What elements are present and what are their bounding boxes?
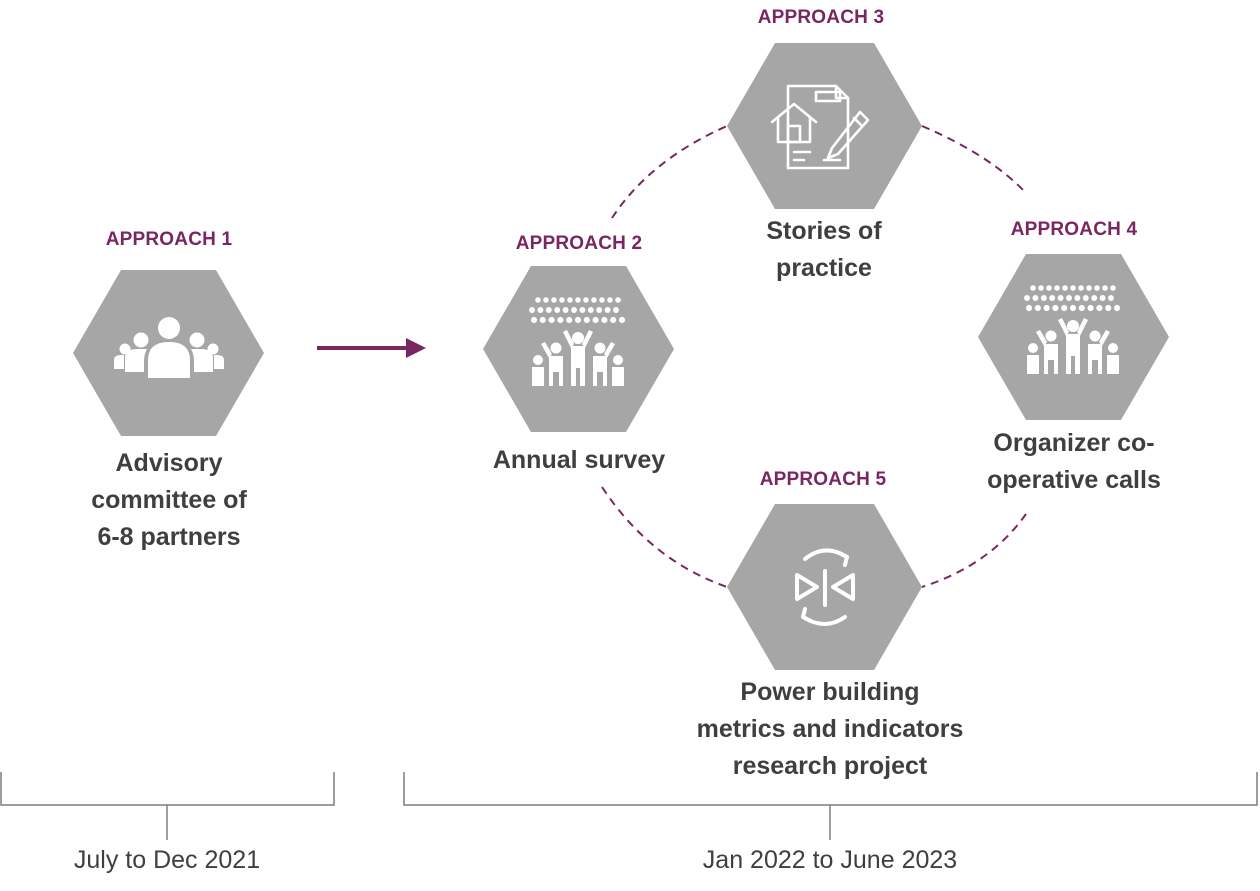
dashed-connectors <box>601 125 1027 588</box>
approach-2-label: Annual survey <box>454 442 704 479</box>
timeline-bracket-1 <box>0 772 335 840</box>
timeline-period-2: Jan 2022 to June 2023 <box>702 846 958 874</box>
hexagon-approach-4 <box>978 254 1169 420</box>
label-line: Stories of <box>766 217 882 245</box>
approach-1-label: Advisory committee of 6-8 partners <box>49 445 289 556</box>
approach-3-heading: APPROACH 3 <box>757 7 885 28</box>
approach-4-heading: APPROACH 4 <box>1010 219 1138 240</box>
label-line: committee of <box>91 486 247 514</box>
hexagon-approach-5 <box>727 504 922 670</box>
label-line: Advisory <box>115 449 223 477</box>
timeline-bracket-2 <box>403 772 1258 840</box>
arrow-right-icon <box>317 338 426 358</box>
label-line: Power building <box>740 678 920 706</box>
label-line: Organizer co- <box>993 429 1155 457</box>
hexagon-approach-1 <box>73 270 264 436</box>
label-line: 6-8 partners <box>97 523 241 551</box>
label-line: practice <box>776 254 872 282</box>
connector-3-4 <box>921 125 1027 194</box>
label-line: operative calls <box>987 466 1161 494</box>
hexagon-approach-3 <box>727 43 922 209</box>
label-line: metrics and indicators <box>696 715 964 743</box>
label-line: Annual survey <box>492 446 666 474</box>
hexagon-approach-2 <box>483 266 674 432</box>
approach-4-label: Organizer co- operative calls <box>954 425 1194 499</box>
connector-2-5 <box>601 486 728 588</box>
approach-3-label: Stories of practice <box>699 213 949 287</box>
timeline-period-1: July to Dec 2021 <box>73 846 261 874</box>
approach-5-label: Power building metrics and indicators re… <box>660 674 1000 785</box>
approach-1-heading: APPROACH 1 <box>105 229 233 250</box>
approach-2-heading: APPROACH 2 <box>515 233 643 254</box>
connector-4-5 <box>921 513 1027 588</box>
connector-2-3 <box>611 125 728 219</box>
label-line: research project <box>732 752 928 780</box>
approach-5-heading: APPROACH 5 <box>759 469 887 490</box>
